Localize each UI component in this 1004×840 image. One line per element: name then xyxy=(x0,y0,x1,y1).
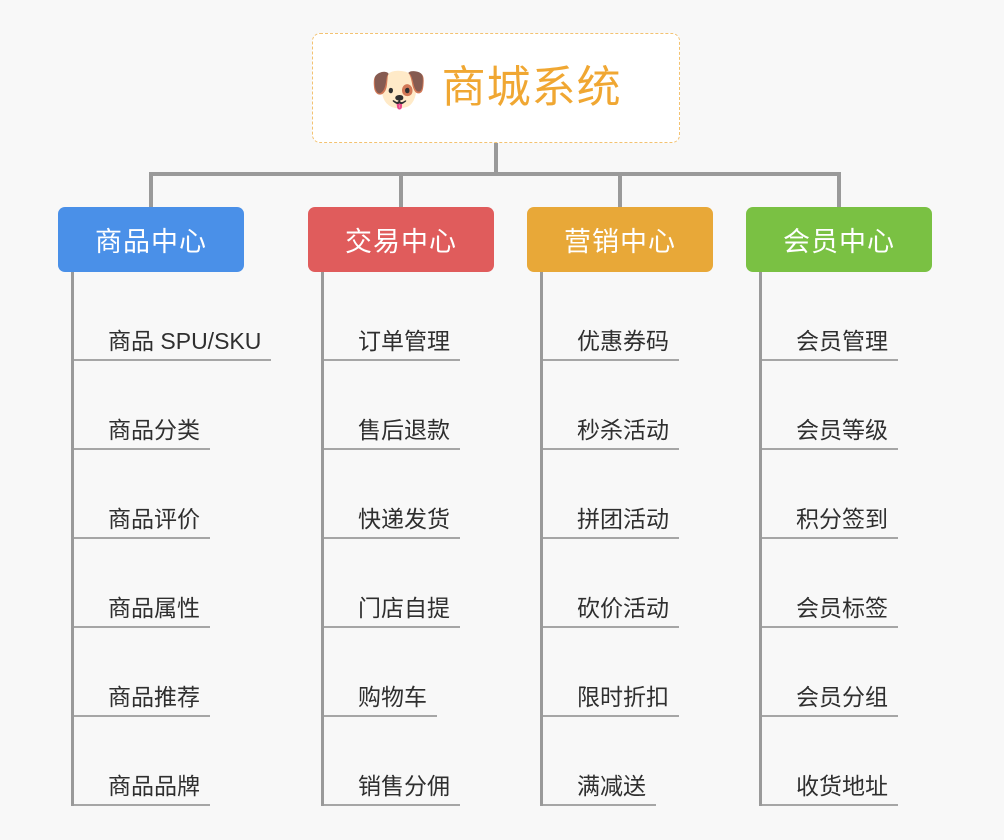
category-column-member: 会员中心 会员管理 会员等级 积分签到 会员标签 会员分组 xyxy=(746,207,932,806)
leaf-list-marketing: 优惠券码 秒杀活动 拼团活动 砍价活动 限时折扣 满减送 xyxy=(540,272,713,806)
list-item[interactable]: 商品推荐 xyxy=(74,628,244,717)
category-header-label: 交易中心 xyxy=(345,227,457,257)
leaf-underline xyxy=(324,626,460,628)
list-item-label: 商品属性 xyxy=(108,594,200,621)
leaf-underline xyxy=(74,537,210,539)
connector-drop-2 xyxy=(399,172,403,208)
list-item-label: 订单管理 xyxy=(358,327,450,354)
leaf-underline xyxy=(762,804,898,806)
list-item[interactable]: 秒杀活动 xyxy=(543,361,713,450)
list-item-label: 会员标签 xyxy=(796,594,888,621)
leaf-underline xyxy=(543,359,679,361)
list-item-label: 砍价活动 xyxy=(577,594,669,621)
list-item-label: 商品品牌 xyxy=(108,772,200,799)
leaf-underline xyxy=(762,448,898,450)
leaf-underline xyxy=(543,626,679,628)
list-item-label: 收货地址 xyxy=(796,772,888,799)
category-header-trade[interactable]: 交易中心 xyxy=(308,207,494,272)
list-item[interactable]: 收货地址 xyxy=(762,717,932,806)
list-item-label: 门店自提 xyxy=(358,594,450,621)
connector-root-stem xyxy=(494,143,498,175)
list-item[interactable]: 门店自提 xyxy=(324,539,494,628)
connector-drop-4 xyxy=(837,172,841,208)
leaf-list-trade: 订单管理 售后退款 快递发货 门店自提 购物车 销售分佣 xyxy=(321,272,494,806)
leaf-underline xyxy=(762,537,898,539)
list-item[interactable]: 订单管理 xyxy=(324,272,494,361)
list-item[interactable]: 会员分组 xyxy=(762,628,932,717)
category-header-label: 会员中心 xyxy=(783,227,895,257)
list-item-label: 售后退款 xyxy=(358,416,450,443)
list-item[interactable]: 会员标签 xyxy=(762,539,932,628)
list-item[interactable]: 商品 SPU/SKU xyxy=(74,272,271,361)
connector-horizontal-bus xyxy=(149,172,841,176)
leaf-underline xyxy=(762,359,898,361)
list-item[interactable]: 商品分类 xyxy=(74,361,244,450)
connector-drop-3 xyxy=(618,172,622,208)
leaf-underline xyxy=(74,626,210,628)
list-item[interactable]: 限时折扣 xyxy=(543,628,713,717)
leaf-underline xyxy=(74,448,210,450)
list-item[interactable]: 售后退款 xyxy=(324,361,494,450)
list-item[interactable]: 销售分佣 xyxy=(324,717,494,806)
page-title: 商城系统 xyxy=(441,63,622,112)
category-header-label: 营销中心 xyxy=(564,227,676,257)
category-column-trade: 交易中心 订单管理 售后退款 快递发货 门店自提 购物车 xyxy=(308,207,494,806)
category-header-member[interactable]: 会员中心 xyxy=(746,207,932,272)
list-item-label: 会员管理 xyxy=(796,327,888,354)
leaf-list-product: 商品 SPU/SKU 商品分类 商品评价 商品属性 商品推荐 商品品牌 xyxy=(71,272,271,806)
list-item[interactable]: 拼团活动 xyxy=(543,450,713,539)
leaf-underline xyxy=(762,715,898,717)
list-item-label: 秒杀活动 xyxy=(577,416,669,443)
category-header-product[interactable]: 商品中心 xyxy=(58,207,244,272)
leaf-underline xyxy=(762,626,898,628)
leaf-underline xyxy=(543,804,656,806)
leaf-underline xyxy=(324,804,460,806)
list-item[interactable]: 商品评价 xyxy=(74,450,244,539)
category-header-label: 商品中心 xyxy=(95,227,207,257)
list-item-label: 购物车 xyxy=(358,683,427,710)
root-node[interactable]: 🐶 商城系统 xyxy=(312,33,680,143)
leaf-underline xyxy=(324,448,460,450)
list-item-label: 商品评价 xyxy=(108,505,200,532)
list-item-label: 商品推荐 xyxy=(108,683,200,710)
leaf-list-member: 会员管理 会员等级 积分签到 会员标签 会员分组 收货地址 xyxy=(759,272,932,806)
leaf-underline xyxy=(324,715,437,717)
list-item-label: 积分签到 xyxy=(796,505,888,532)
list-item-label: 快递发货 xyxy=(358,505,450,532)
list-item-label: 销售分佣 xyxy=(358,772,450,799)
list-item[interactable]: 会员等级 xyxy=(762,361,932,450)
list-item-label: 拼团活动 xyxy=(577,505,669,532)
leaf-underline xyxy=(324,537,460,539)
leaf-underline xyxy=(543,715,679,717)
list-item[interactable]: 商品品牌 xyxy=(74,717,244,806)
list-item-label: 商品分类 xyxy=(108,416,200,443)
list-item-label: 会员等级 xyxy=(796,416,888,443)
list-item[interactable]: 积分签到 xyxy=(762,450,932,539)
list-item-label: 优惠券码 xyxy=(577,327,669,354)
list-item[interactable]: 满减送 xyxy=(543,717,713,806)
leaf-underline xyxy=(324,359,460,361)
list-item-label: 满减送 xyxy=(577,772,646,799)
list-item[interactable]: 商品属性 xyxy=(74,539,244,628)
leaf-underline xyxy=(543,448,679,450)
list-item-label: 会员分组 xyxy=(796,683,888,710)
list-item[interactable]: 购物车 xyxy=(324,628,494,717)
list-item[interactable]: 砍价活动 xyxy=(543,539,713,628)
leaf-underline xyxy=(74,804,210,806)
list-item[interactable]: 快递发货 xyxy=(324,450,494,539)
category-column-product: 商品中心 商品 SPU/SKU 商品分类 商品评价 商品属性 商品推荐 xyxy=(58,207,271,806)
dog-face-icon: 🐶 xyxy=(370,63,428,115)
category-header-marketing[interactable]: 营销中心 xyxy=(527,207,713,272)
list-item[interactable]: 优惠券码 xyxy=(543,272,713,361)
leaf-underline xyxy=(74,359,271,361)
list-item-label: 限时折扣 xyxy=(577,683,669,710)
connector-drop-1 xyxy=(149,172,153,208)
leaf-underline xyxy=(543,537,679,539)
list-item-label: 商品 SPU/SKU xyxy=(108,327,262,354)
leaf-underline xyxy=(74,715,210,717)
category-column-marketing: 营销中心 优惠券码 秒杀活动 拼团活动 砍价活动 限时折扣 xyxy=(527,207,713,806)
list-item[interactable]: 会员管理 xyxy=(762,272,932,361)
